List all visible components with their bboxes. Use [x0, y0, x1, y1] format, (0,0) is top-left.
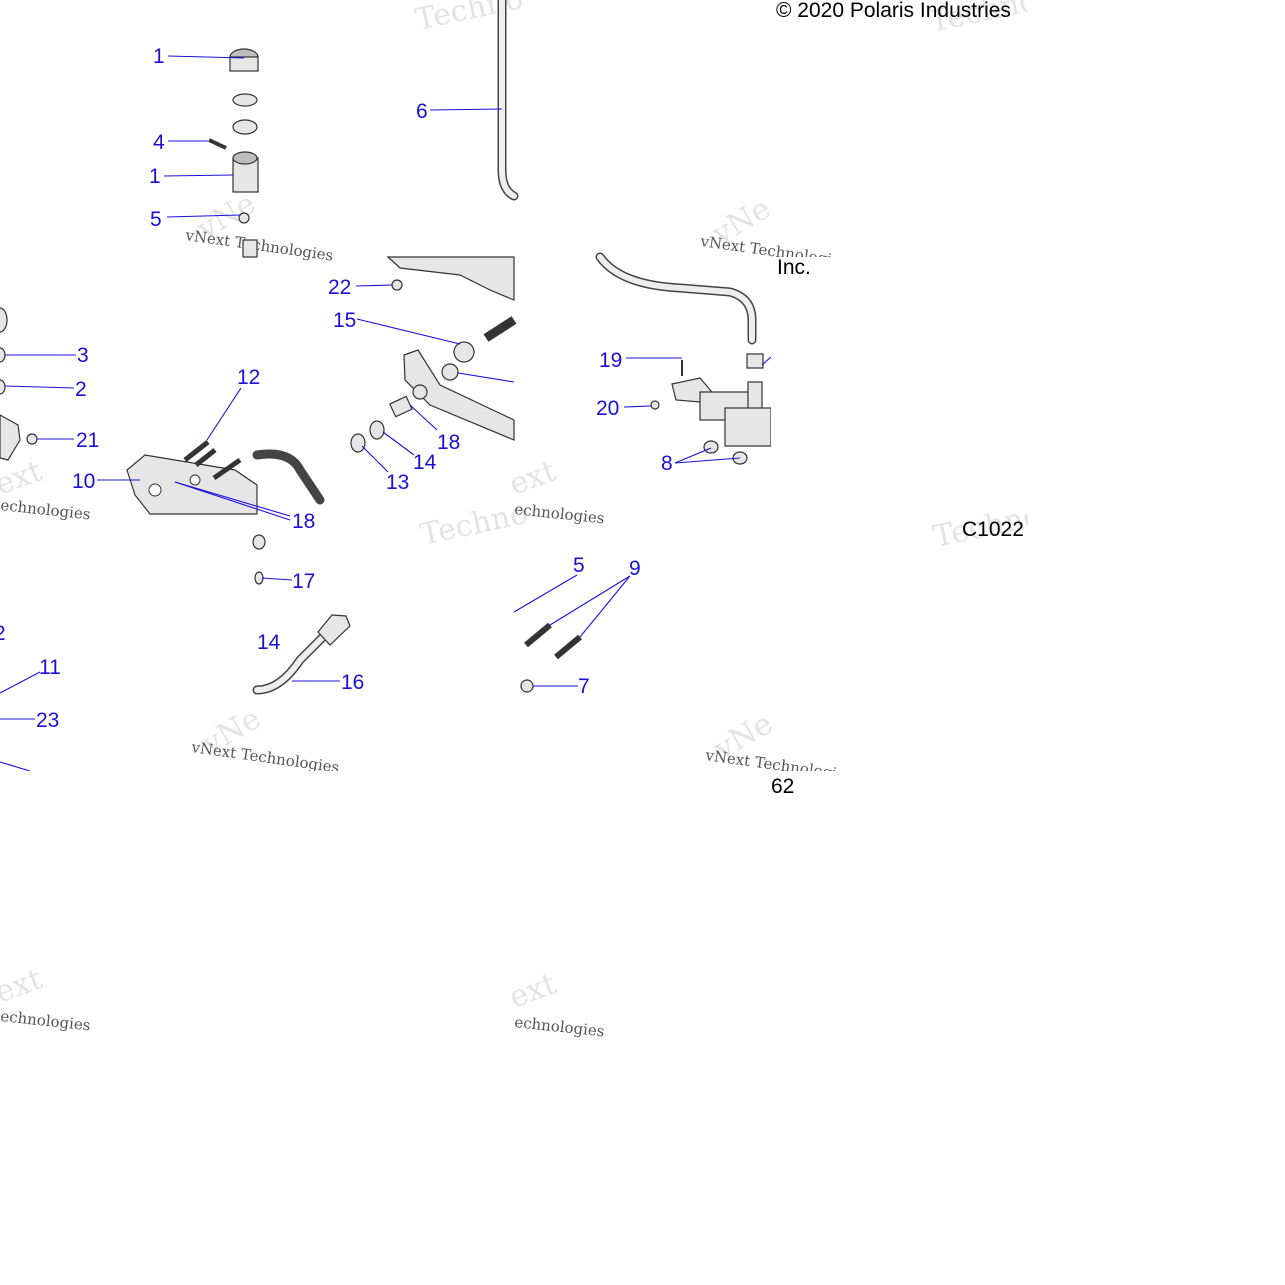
nut	[391, 279, 403, 291]
bolt	[554, 634, 582, 660]
bushing	[350, 433, 366, 453]
pedal-pad	[317, 614, 351, 646]
watermark-vnext-technologies: vNext Technologies	[189, 738, 340, 777]
reservoir-ring	[232, 119, 258, 135]
callout-label: 18	[292, 510, 315, 533]
callout-numbers: 1 1 4 5 6 3 2 21 12 10 18 22 15 18 14 13…	[0, 45, 673, 732]
watermark-technologies-fragment: echnologies	[0, 496, 91, 523]
mounting-bolts	[520, 622, 582, 693]
clevis	[0, 414, 21, 461]
callout-label: 8	[661, 452, 673, 475]
leader-lines	[0, 55, 772, 772]
callout-label: 10	[72, 470, 95, 493]
inc-text: Inc.	[777, 256, 811, 279]
master-cylinder-assembly	[595, 252, 772, 465]
nut	[703, 440, 719, 454]
copyright-text: © 2020 Polaris Industries	[776, 0, 1011, 22]
rod	[252, 449, 325, 505]
pedal-bracket	[386, 256, 515, 301]
pedal-bracket-assembly	[0, 307, 258, 515]
callout-label: 22	[328, 276, 351, 299]
callout-label: 14	[257, 631, 281, 654]
callout-label: 5	[573, 554, 585, 577]
brake-line-top	[497, 0, 519, 201]
nut	[520, 679, 534, 693]
page-number: 62	[771, 775, 794, 798]
reservoir-hose	[242, 239, 258, 258]
reservoir-cap-body	[229, 56, 259, 72]
pedal-rod-assembly	[252, 534, 351, 695]
bolt	[183, 440, 210, 462]
bushing	[0, 307, 8, 333]
callout-label: 19	[599, 349, 622, 372]
pedal-arm	[403, 349, 515, 441]
callout-label: 17	[292, 570, 315, 593]
callout-label: 23	[36, 709, 59, 732]
watermark-vnext-technologies: vNext Technologies	[183, 226, 334, 265]
reservoir-fitting	[238, 212, 250, 224]
callout-label: 5	[150, 208, 162, 231]
callout-label: 1	[149, 165, 161, 188]
reservoir-bolt	[208, 138, 227, 150]
washer	[0, 347, 6, 363]
watermark-ext: ext	[0, 454, 47, 503]
callout-label: 21	[76, 429, 99, 452]
callout-label: 2	[75, 378, 87, 401]
reservoir-body-top	[232, 151, 258, 165]
callout-label: 3	[77, 344, 89, 367]
pivot-bolt	[483, 316, 517, 342]
callout-label: 11	[39, 656, 61, 679]
callout-label: 15	[333, 309, 356, 332]
callout-label: 6	[416, 100, 428, 123]
cylinder-mount	[724, 407, 772, 447]
pivot-sleeve	[388, 395, 413, 418]
clip	[254, 571, 264, 585]
washer	[252, 534, 266, 550]
pedal-arm-assembly	[252, 256, 517, 505]
callout-label: 14	[413, 451, 437, 474]
callout-label: 16	[341, 671, 364, 694]
callout-label: 7	[578, 675, 590, 698]
callout-label: 20	[596, 397, 619, 420]
washer	[369, 420, 385, 440]
brake-line-tube	[595, 252, 757, 345]
reservoir-diaphragm	[232, 93, 258, 107]
bolt	[194, 448, 217, 467]
watermark-technologies: Techno	[412, 0, 526, 38]
reservoir-assembly	[208, 48, 259, 258]
bolt	[212, 457, 242, 481]
nut	[26, 433, 38, 445]
figure-code: C1022	[962, 518, 1024, 541]
callout-label: 1	[153, 45, 165, 68]
fitting-nut	[746, 353, 764, 369]
callout-label: 4	[153, 131, 165, 154]
bolt	[524, 622, 552, 648]
bushing	[441, 363, 459, 381]
bushing	[412, 384, 428, 400]
callout-label: 12	[237, 366, 260, 389]
return-spring	[453, 341, 475, 363]
watermark-ext: ext	[505, 454, 561, 503]
washer	[0, 379, 6, 395]
callout-label: 13	[386, 471, 409, 494]
callout-label: 9	[629, 557, 641, 580]
callout-label: 2	[0, 622, 6, 645]
callout-label: 18	[437, 431, 460, 454]
pin	[650, 400, 660, 410]
